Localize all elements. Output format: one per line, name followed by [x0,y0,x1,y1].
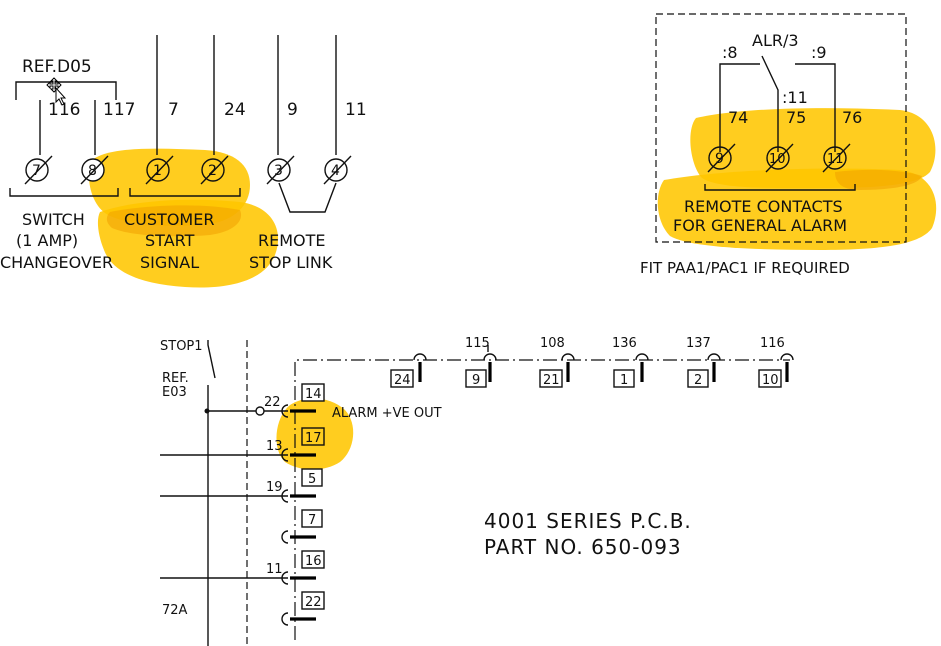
ref-value: E03 [162,385,187,400]
alarm-dashed-box [655,13,907,243]
caption-customer-3: SIGNAL [140,253,199,272]
svg-text:1: 1 [153,163,162,179]
svg-text:9: 9 [715,151,724,167]
side-wire-13: 13 [266,439,283,454]
wire-117: 117 [103,100,135,120]
fit-note: FIT PAA1/PAC1 IF REQUIRED [640,259,850,277]
top-terminal-10: 10 [762,373,779,388]
bottom-left-label: 72A [162,603,188,618]
alarm-block: ALR/3 :8 :9 :11 74 75 76 9 10 11 REMOTE … [640,13,907,277]
stop-label: STOP1 [160,339,203,354]
wire-116: 116 [48,100,80,120]
top-terminal-2: 2 [694,373,702,388]
top-wire-108: 108 [540,336,565,351]
highlight-alarm-terminals [690,108,936,189]
top-terminal-9: 9 [472,373,480,388]
terminal-8: 8 [80,155,109,185]
caption-customer-1: CUSTOMER [124,210,214,229]
caption-customer-2: START [145,231,195,250]
pcb-title-2: PART NO. 650-093 [484,535,682,559]
top-wire-136: 136 [612,336,637,351]
switch-block: REF.D05 116 117 7 24 9 11 7 8 1 [0,35,367,272]
highlight-pcb-17 [276,398,354,470]
side-terminal-14: 14 [305,387,322,402]
svg-text:7: 7 [32,163,41,179]
contact-11: :11 [782,88,808,107]
terminal-1: 1 [145,155,174,185]
wire-7: 7 [168,100,179,120]
top-connectors: 115 108 136 137 116 24 9 21 1 2 10 [390,336,794,388]
side-terminal-17: 17 [305,431,322,446]
alarm-caption-1: REMOTE CONTACTS [684,197,843,216]
side-wire-22: 22 [264,395,281,410]
terminal-3: 3 [266,155,295,185]
highlight-alarm-overlap [835,169,922,190]
caption-switch-1: SWITCH [22,210,85,229]
svg-text:11: 11 [827,152,844,167]
terminal-2: 2 [200,155,229,185]
top-wire-116: 116 [760,336,785,351]
contact-9: :9 [811,43,827,62]
svg-text:4: 4 [331,163,340,179]
wire-75: 75 [786,108,806,127]
wire-9: 9 [287,100,298,120]
caption-remote-2: STOP LINK [249,253,333,272]
side-wire-11: 11 [266,562,283,577]
side-terminal-5: 5 [308,472,316,487]
terminal-9: 9 [707,143,736,173]
terminal-7: 7 [24,155,53,185]
highlight-marks [88,108,937,470]
top-wire-137: 137 [686,336,711,351]
alarm-out-label: ALARM +VE OUT [332,406,442,421]
wire-24: 24 [224,100,246,120]
wire-76: 76 [842,108,862,127]
side-connectors: 22 13 19 11 14 17 5 7 16 22 [264,383,325,626]
move-cursor-icon [46,77,67,106]
side-wire-19: 19 [266,480,283,495]
top-terminal-21: 21 [543,373,560,388]
caption-switch-2: (1 AMP) [16,231,78,250]
terminal-4: 4 [323,155,352,185]
side-terminal-16: 16 [305,554,322,569]
relay-label: ALR/3 [752,31,799,50]
top-terminal-24: 24 [394,373,411,388]
terminal-10: 10 [765,143,794,173]
side-terminal-7: 7 [308,513,316,528]
alarm-caption-2: FOR GENERAL ALARM [673,216,847,235]
terminal-11: 11 [822,143,851,173]
svg-text:2: 2 [208,163,217,179]
caption-remote-1: REMOTE [258,231,326,250]
wire-11: 11 [345,100,367,120]
svg-text:3: 3 [274,163,283,179]
ref-text: REF. [162,371,189,386]
pcb-title-1: 4001 SERIES P.C.B. [484,509,692,533]
caption-switch-3: CHANGEOVER [0,253,113,272]
ref-label: REF.D05 [22,57,92,77]
svg-text:10: 10 [769,152,786,167]
contact-8: :8 [722,43,738,62]
highlight-overlap [106,205,242,237]
pcb-block: STOP1 REF. E03 115 108 136 137 116 24 [160,336,794,646]
side-terminal-22: 22 [305,595,322,610]
wire-74: 74 [728,108,748,127]
top-terminal-1: 1 [620,373,628,388]
svg-text:8: 8 [88,163,97,179]
top-wire-115: 115 [465,336,490,351]
